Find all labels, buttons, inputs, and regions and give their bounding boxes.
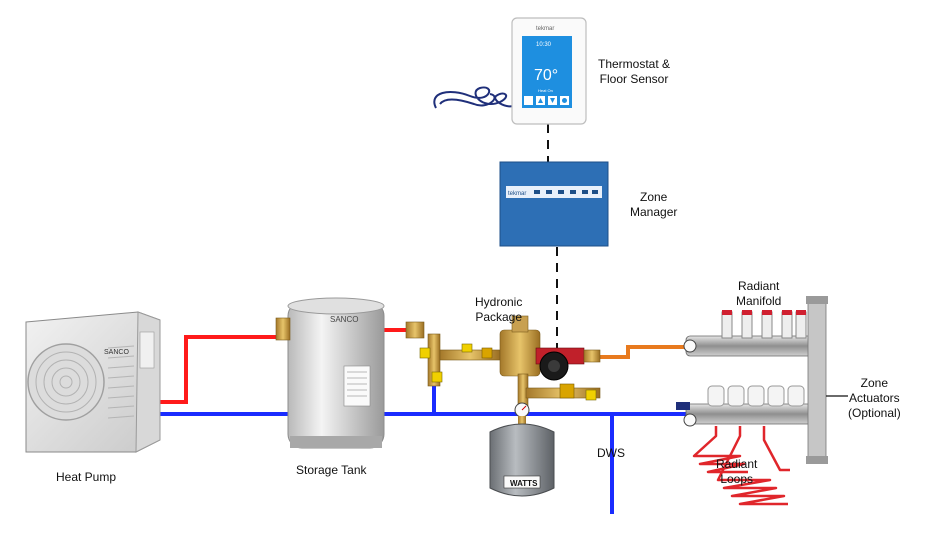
pipe-supply-hot bbox=[160, 335, 282, 404]
label-storage-tank: Storage Tank bbox=[296, 463, 367, 477]
label-thermostat-line1: Thermostat & bbox=[598, 57, 671, 71]
expansion-tank-brand: WATTS bbox=[510, 479, 538, 488]
thermostat: tekmar 10:30 70° Heat On bbox=[511, 17, 587, 125]
radiant-loops bbox=[692, 426, 790, 506]
label-dws: DWS bbox=[597, 446, 625, 460]
up-arrow-icon bbox=[538, 98, 543, 103]
heat-pump: SANCO bbox=[25, 311, 161, 453]
radiant-manifold bbox=[676, 296, 828, 464]
pipe-manifold-supply bbox=[598, 345, 688, 359]
label-zone-manager-line2: Manager bbox=[630, 205, 678, 219]
zone-actuator-heads bbox=[707, 385, 805, 407]
label-hydronic-package-line2: Package bbox=[475, 310, 523, 324]
label-radiant-manifold-line1: Radiant bbox=[737, 279, 780, 293]
label-hydronic-package-line1: Hydronic bbox=[475, 295, 523, 309]
label-radiant-manifold: Radiant Manifold bbox=[736, 279, 781, 309]
flow-meters bbox=[721, 310, 807, 339]
label-thermostat: Thermostat & Floor Sensor bbox=[598, 57, 670, 87]
label-radiant-loops-line1: Radiant bbox=[716, 457, 758, 471]
expansion-tank: WATTS bbox=[489, 416, 555, 497]
thermostat-time: 10:30 bbox=[536, 42, 552, 48]
thermostat-temperature: 70° bbox=[534, 67, 558, 84]
label-zone-manager: Zone Manager bbox=[630, 190, 677, 220]
floor-sensor bbox=[433, 86, 515, 109]
down-arrow-icon bbox=[550, 98, 555, 103]
thermostat-menu-button[interactable] bbox=[524, 96, 533, 105]
hydronic-package bbox=[405, 315, 601, 418]
signal-wires bbox=[547, 124, 558, 348]
label-radiant-manifold-line2: Manifold bbox=[736, 294, 782, 308]
tank-brand: SANCO bbox=[330, 315, 358, 324]
zone-manager-brand: tekmar bbox=[508, 191, 526, 197]
storage-tank: SANCO bbox=[275, 297, 385, 449]
label-zone-manager-line1: Zone bbox=[640, 190, 668, 204]
label-heat-pump: Heat Pump bbox=[56, 470, 117, 484]
label-zone-actuators-line2: Actuators bbox=[848, 391, 900, 405]
label-zone-actuators-line1: Zone bbox=[860, 376, 889, 390]
zone-manager: tekmar bbox=[499, 161, 609, 247]
heat-pump-brand: SANCO bbox=[104, 349, 129, 356]
label-radiant-loops: Radiant Loops bbox=[716, 457, 757, 487]
thermostat-mode: Heat On bbox=[538, 88, 553, 93]
label-thermostat-line2: Floor Sensor bbox=[599, 72, 669, 86]
label-hydronic-package: Hydronic Package bbox=[475, 295, 522, 325]
label-zone-actuators-line3: (Optional) bbox=[848, 406, 901, 420]
gear-icon bbox=[562, 98, 567, 103]
label-zone-actuators: Zone Actuators (Optional) bbox=[848, 376, 901, 421]
thermostat-brand: tekmar bbox=[536, 26, 554, 32]
label-radiant-loops-line2: Loops bbox=[720, 472, 754, 486]
pipe-dws bbox=[604, 412, 614, 514]
